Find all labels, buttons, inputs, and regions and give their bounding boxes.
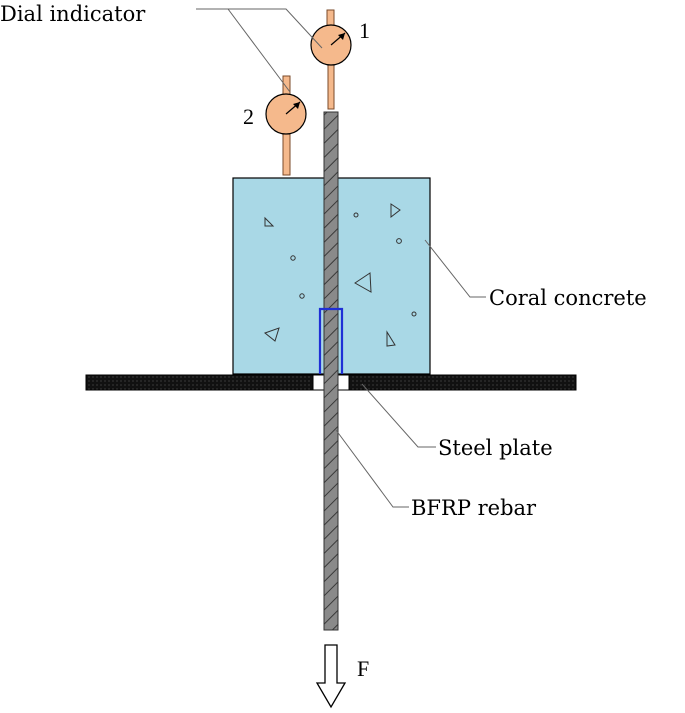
label-dial-indicator: Dial indicator bbox=[0, 2, 146, 26]
leader-bfrp-rebar bbox=[335, 429, 409, 508]
plate-hole-left bbox=[312, 374, 325, 391]
label-steel-plate: Steel plate bbox=[438, 436, 553, 460]
dial-indicator-2 bbox=[265, 75, 307, 176]
label-coral-concrete: Coral concrete bbox=[489, 286, 647, 310]
aggregate-mark bbox=[386, 330, 396, 347]
aggregate-mark bbox=[264, 216, 275, 227]
aggregate-mark bbox=[299, 293, 305, 299]
label-bfrp-rebar: BFRP rebar bbox=[411, 496, 537, 520]
label-gauge-2: 2 bbox=[243, 104, 254, 129]
aggregate-mark bbox=[263, 327, 280, 342]
leader-dial-indicator-2 bbox=[227, 8, 291, 93]
bond-sleeve bbox=[318, 307, 344, 374]
aggregate-mark bbox=[396, 238, 402, 244]
label-gauge-1: 1 bbox=[359, 18, 370, 43]
label-force: F bbox=[357, 656, 369, 681]
aggregate-mark bbox=[354, 272, 372, 293]
aggregate-mark bbox=[353, 212, 359, 218]
leader-coral-concrete bbox=[424, 239, 486, 298]
aggregate-mark bbox=[290, 255, 296, 261]
bfrp-rebar bbox=[323, 111, 339, 631]
aggregate-mark bbox=[411, 311, 417, 317]
aggregate-mark bbox=[390, 203, 401, 219]
load-arrow bbox=[315, 644, 347, 709]
leader-dial-indicator bbox=[196, 8, 323, 49]
leader-steel-plate bbox=[361, 383, 436, 448]
plate-hole-right bbox=[337, 374, 350, 391]
dial-indicator-1 bbox=[310, 9, 352, 110]
